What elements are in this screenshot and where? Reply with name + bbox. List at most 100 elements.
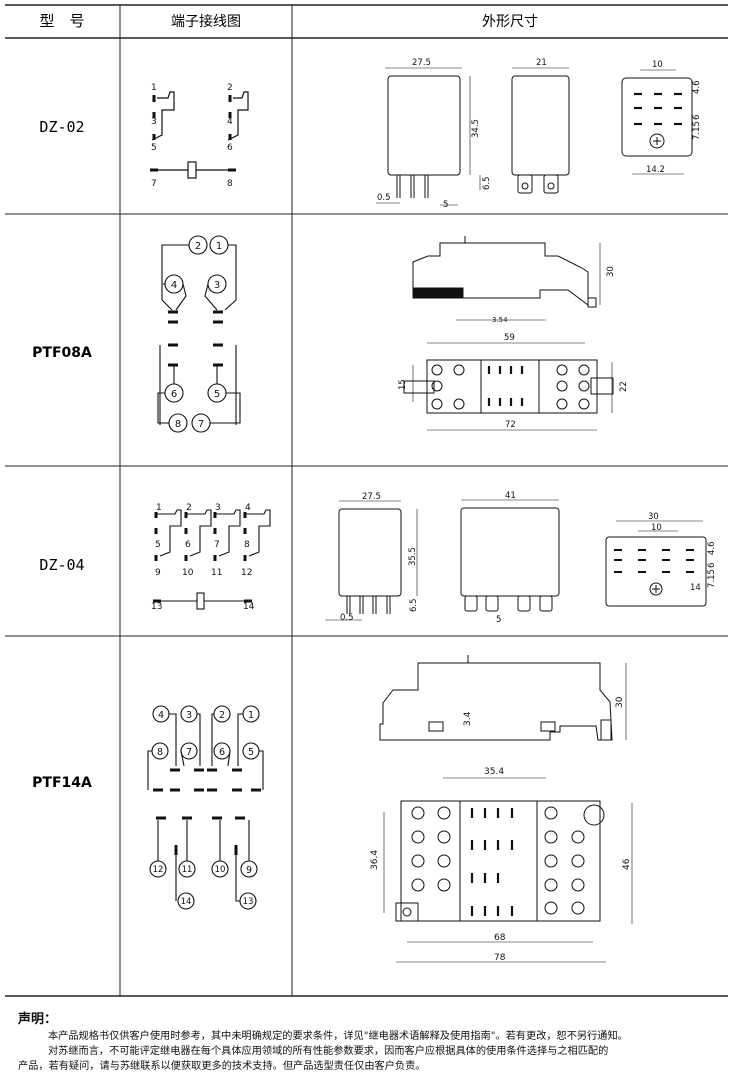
ptf14a-dim-78: 78	[494, 953, 506, 963]
disclaimer: 声明： 本产品规格书仅供客户使用时参考，其中未明确规定的要求条件，详见"继电器术…	[18, 1008, 723, 1074]
ptf14a-dim-68: 68	[494, 933, 506, 943]
ptf08a-circle-labels: 2 1 4 3 6 5 8 7	[171, 241, 222, 430]
dz04-dim-4-6: 4.6	[707, 541, 717, 555]
dz02-dim-depth: 21	[536, 58, 547, 68]
ptf14a-circle-3: 3	[186, 710, 192, 721]
ptf14a-dim-35-4: 35.4	[484, 767, 504, 777]
dz04-pin-10: 10	[182, 568, 194, 578]
dz02-dim-14-2: 14.2	[646, 165, 665, 175]
dz04-pin-12: 12	[241, 568, 252, 578]
dz02-pin-2: 2	[227, 83, 233, 93]
dz04-dim-6-5: 6.5	[409, 598, 419, 612]
dz04-pin-14: 14	[243, 602, 255, 612]
dz04-pin-labels: 1 2 3 4 5 6 7 8 9 10 11 12 13 14	[151, 503, 255, 612]
ptf08a-circle-3: 3	[214, 280, 220, 291]
disclaimer-title: 声明：	[18, 1012, 58, 1027]
model-dz02: DZ-02	[39, 118, 84, 136]
ptf08a-circle-1: 1	[216, 241, 222, 252]
ptf08a-dim-72: 72	[505, 420, 516, 430]
ptf08a-dim-15: 15	[398, 379, 408, 390]
header-outline: 外形尺寸	[482, 14, 538, 30]
dz02-dim-pitch: 10	[652, 60, 663, 70]
model-ptf08a: PTF08A	[32, 345, 92, 361]
dz02-outline-drawing	[376, 67, 693, 206]
dz04-dimensions: 27.5 41 30 10 35.5 6.5 0.5 5 4.6 6 7.15 …	[340, 491, 717, 625]
ptf08a-circle-2: 2	[195, 241, 201, 252]
dz02-pin-7: 7	[151, 179, 157, 189]
dz02-dim-6-5: 6.5	[482, 176, 492, 190]
ptf08a-dim-22: 22	[619, 381, 629, 392]
ptf08a-dimensions: 30 3.54 59 15 22 72	[398, 266, 629, 430]
dz04-pin-7: 7	[214, 540, 220, 550]
dz04-pin-2: 2	[186, 503, 192, 513]
ptf08a-dim-59: 59	[504, 333, 515, 343]
dz02-outline-pins	[634, 92, 682, 126]
ptf08a-screws	[431, 364, 590, 410]
model-ptf14a: PTF14A	[32, 775, 92, 791]
disclaimer-line-2: 对苏继而言，不可能评定继电器在每个具体应用领域的所有性能参数要求，因而客户应根据…	[48, 1046, 609, 1057]
dz04-pin-13: 13	[151, 602, 162, 612]
dz04-outline-drawing	[325, 499, 707, 621]
ptf14a-circle-9: 9	[246, 865, 252, 876]
ptf14a-circle-7: 7	[186, 747, 192, 758]
ptf14a-circle-12: 12	[153, 865, 164, 875]
ptf08a-circle-5: 5	[214, 389, 220, 400]
dz02-dimensions: 27.5 21 10 4.6 34.5 6 7.15 6.5 0.5 5 14.…	[377, 58, 702, 210]
ptf08a-terminal-diagram	[157, 235, 241, 433]
ptf14a-circle-13: 13	[243, 897, 254, 907]
ptf08a-dim-30: 30	[606, 266, 616, 277]
ptf14a-dimensions: 30 3.4 35.4 36.4 46 68 78	[370, 696, 632, 963]
dz04-dim-7-15: 7.15	[707, 569, 717, 588]
ptf14a-circle-11: 11	[182, 865, 193, 875]
ptf14a-dim-46: 46	[622, 858, 632, 870]
ptf14a-dim-30: 30	[615, 696, 625, 708]
ptf14a-circle-1: 1	[248, 710, 254, 721]
ptf08a-dim-3-54: 3.54	[492, 316, 508, 324]
dz04-dim-0-5: 0.5	[340, 613, 354, 623]
ptf14a-dim-36-4: 36.4	[370, 850, 380, 870]
ptf14a-screws	[411, 806, 585, 915]
ptf08a-circle-6: 6	[171, 389, 177, 400]
dz04-outline-pins	[614, 549, 694, 573]
model-dz04: DZ-04	[39, 556, 84, 574]
dz02-pin-1: 1	[151, 83, 157, 93]
dz04-pin-3: 3	[215, 503, 221, 513]
dz04-dim-27-5: 27.5	[362, 492, 381, 502]
ptf14a-terminal-bars	[153, 768, 261, 855]
ptf14a-dim-3-4: 3.4	[463, 711, 473, 726]
dz04-dim-35-5: 35.5	[408, 547, 418, 566]
header-terminal: 端子接线图	[171, 13, 241, 30]
ptf08a-terminal-bars	[168, 310, 223, 367]
header-model: 型 号	[39, 12, 84, 30]
disclaimer-line-3: 产品，若有疑问，请与苏继联系以便获取更多的技术支持。但产品选型责任仅由客户负责。	[18, 1061, 426, 1072]
dz02-dim-4-6: 4.6	[692, 80, 702, 94]
dz04-pin-11: 11	[211, 568, 222, 578]
ptf14a-circle-5: 5	[248, 747, 254, 758]
dz04-dim-10: 10	[651, 523, 662, 533]
dz02-terminal-diagram	[150, 91, 249, 179]
ptf14a-circle-4: 4	[158, 710, 164, 721]
dz02-pin-5: 5	[151, 143, 157, 153]
dz02-pin-4: 4	[227, 117, 233, 127]
dz02-dim-height: 34.5	[471, 119, 481, 138]
dz04-terminal-bars	[153, 512, 252, 603]
ptf08a-slots	[487, 366, 524, 406]
dz02-pin-labels: 1 2 3 4 5 6 7 8	[151, 83, 233, 189]
dz02-dim-0-5: 0.5	[377, 193, 391, 203]
dz02-dim-6: 6	[692, 115, 702, 120]
ptf08a-circle-4: 4	[171, 280, 177, 291]
dz04-dim-41: 41	[505, 491, 516, 501]
table-grid	[5, 4, 728, 997]
ptf08a-circle-8: 8	[175, 419, 181, 430]
dz04-pin-8: 8	[244, 540, 250, 550]
dz04-terminal-diagram	[156, 509, 271, 610]
dz04-pin-5: 5	[155, 540, 161, 550]
dz02-pin-6: 6	[227, 143, 233, 153]
ptf14a-circle-labels: 4 3 2 1 8 7 6 5 12 11 10 9 14 13	[153, 710, 254, 907]
ptf14a-terminal-diagram	[147, 705, 264, 910]
ptf14a-circle-14: 14	[181, 897, 192, 907]
ptf14a-circle-6: 6	[219, 747, 225, 758]
ptf14a-circle-10: 10	[215, 865, 226, 875]
dz04-pin-6: 6	[185, 540, 191, 550]
